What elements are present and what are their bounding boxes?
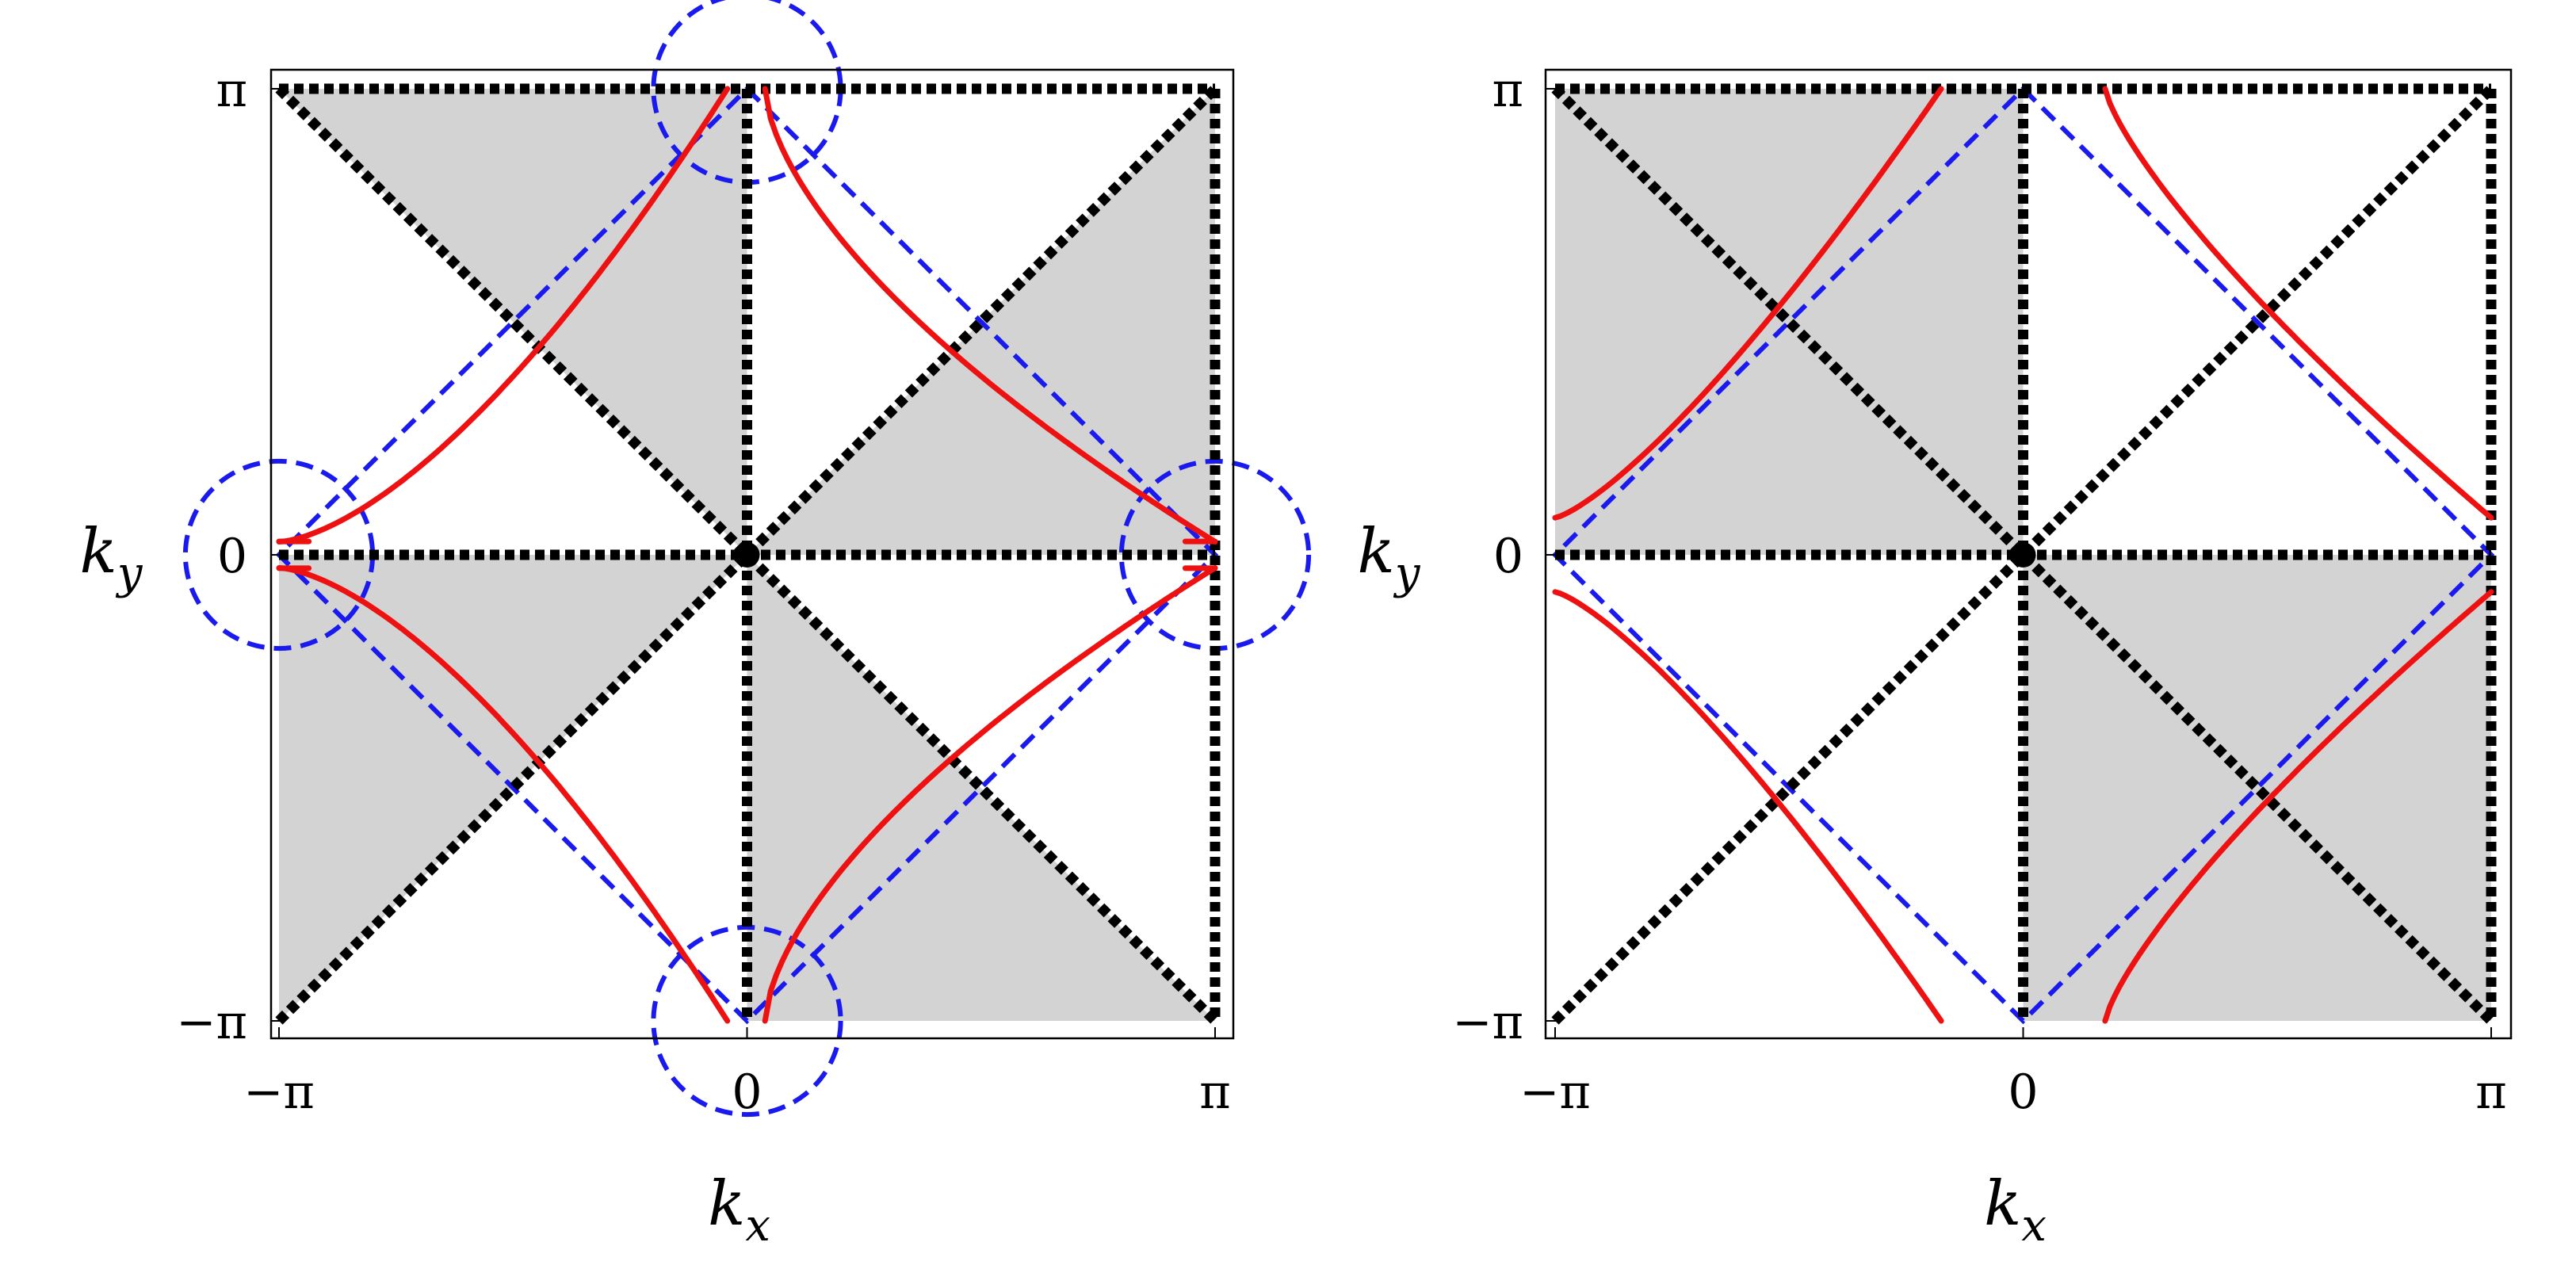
x-axis-label-sub: x xyxy=(745,1200,770,1252)
y-tick-label-2: π xyxy=(216,63,247,118)
x-tick-label-0: −π xyxy=(1519,1064,1591,1120)
red-curve-se xyxy=(762,565,1218,1024)
x-tick-label-1: 0 xyxy=(732,1064,762,1120)
blue-dashed-diamond xyxy=(275,85,1219,1025)
dotted-diagonal-nw-se xyxy=(1551,85,2495,1025)
dotted-diagonal-sw-ne xyxy=(275,85,1219,1025)
center-dot xyxy=(734,542,760,568)
red-curve-sw xyxy=(1552,589,1944,1024)
center-dot xyxy=(2010,542,2036,568)
y-axis-label: ky xyxy=(80,516,143,599)
dotted-diagonal-nw-se xyxy=(275,85,1219,1025)
red-curve-ne xyxy=(2102,86,2494,521)
x-tick-label-2: π xyxy=(1199,1064,1230,1120)
y-tick-label-1: 0 xyxy=(217,529,247,584)
dotted-diagonal-sw-ne xyxy=(1551,85,2495,1025)
y-axis-label-main: k xyxy=(80,516,117,587)
shaded-region-sR xyxy=(747,555,1215,1021)
y-tick-label-0: −π xyxy=(176,995,247,1050)
y-axis-label: ky xyxy=(1358,516,1421,599)
blue-dashed-circle-south xyxy=(651,924,843,1118)
red-curve-nw xyxy=(1552,86,1944,521)
x-axis-label-main: k xyxy=(708,1168,745,1240)
x-tick-label-2: π xyxy=(2475,1064,2506,1120)
x-tick-label-0: −π xyxy=(243,1064,315,1120)
x-axis-label-sub: x xyxy=(2021,1200,2047,1252)
x-axis-label-main: k xyxy=(1984,1168,2021,1240)
red-curve-sw xyxy=(276,565,731,1024)
x-axis-label: kx xyxy=(708,1168,770,1252)
shaded-region-nL xyxy=(279,89,747,555)
x-axis-label: kx xyxy=(1984,1168,2047,1252)
y-axis-label-main: k xyxy=(1358,516,1395,587)
red-curve-nw xyxy=(276,86,731,545)
y-axis-label-sub: y xyxy=(1393,548,1421,599)
y-tick-label-1: 0 xyxy=(1493,529,1523,584)
red-curve-se xyxy=(2102,589,2494,1024)
red-curve-ne xyxy=(762,86,1218,545)
y-axis-label-sub: y xyxy=(115,548,143,599)
shaded-region-nL xyxy=(1555,89,2024,555)
x-tick-label-1: 0 xyxy=(2008,1064,2038,1120)
y-tick-label-0: −π xyxy=(1452,995,1523,1050)
y-tick-label-2: π xyxy=(1492,63,1523,118)
blue-dashed-diamond xyxy=(1551,85,2495,1025)
